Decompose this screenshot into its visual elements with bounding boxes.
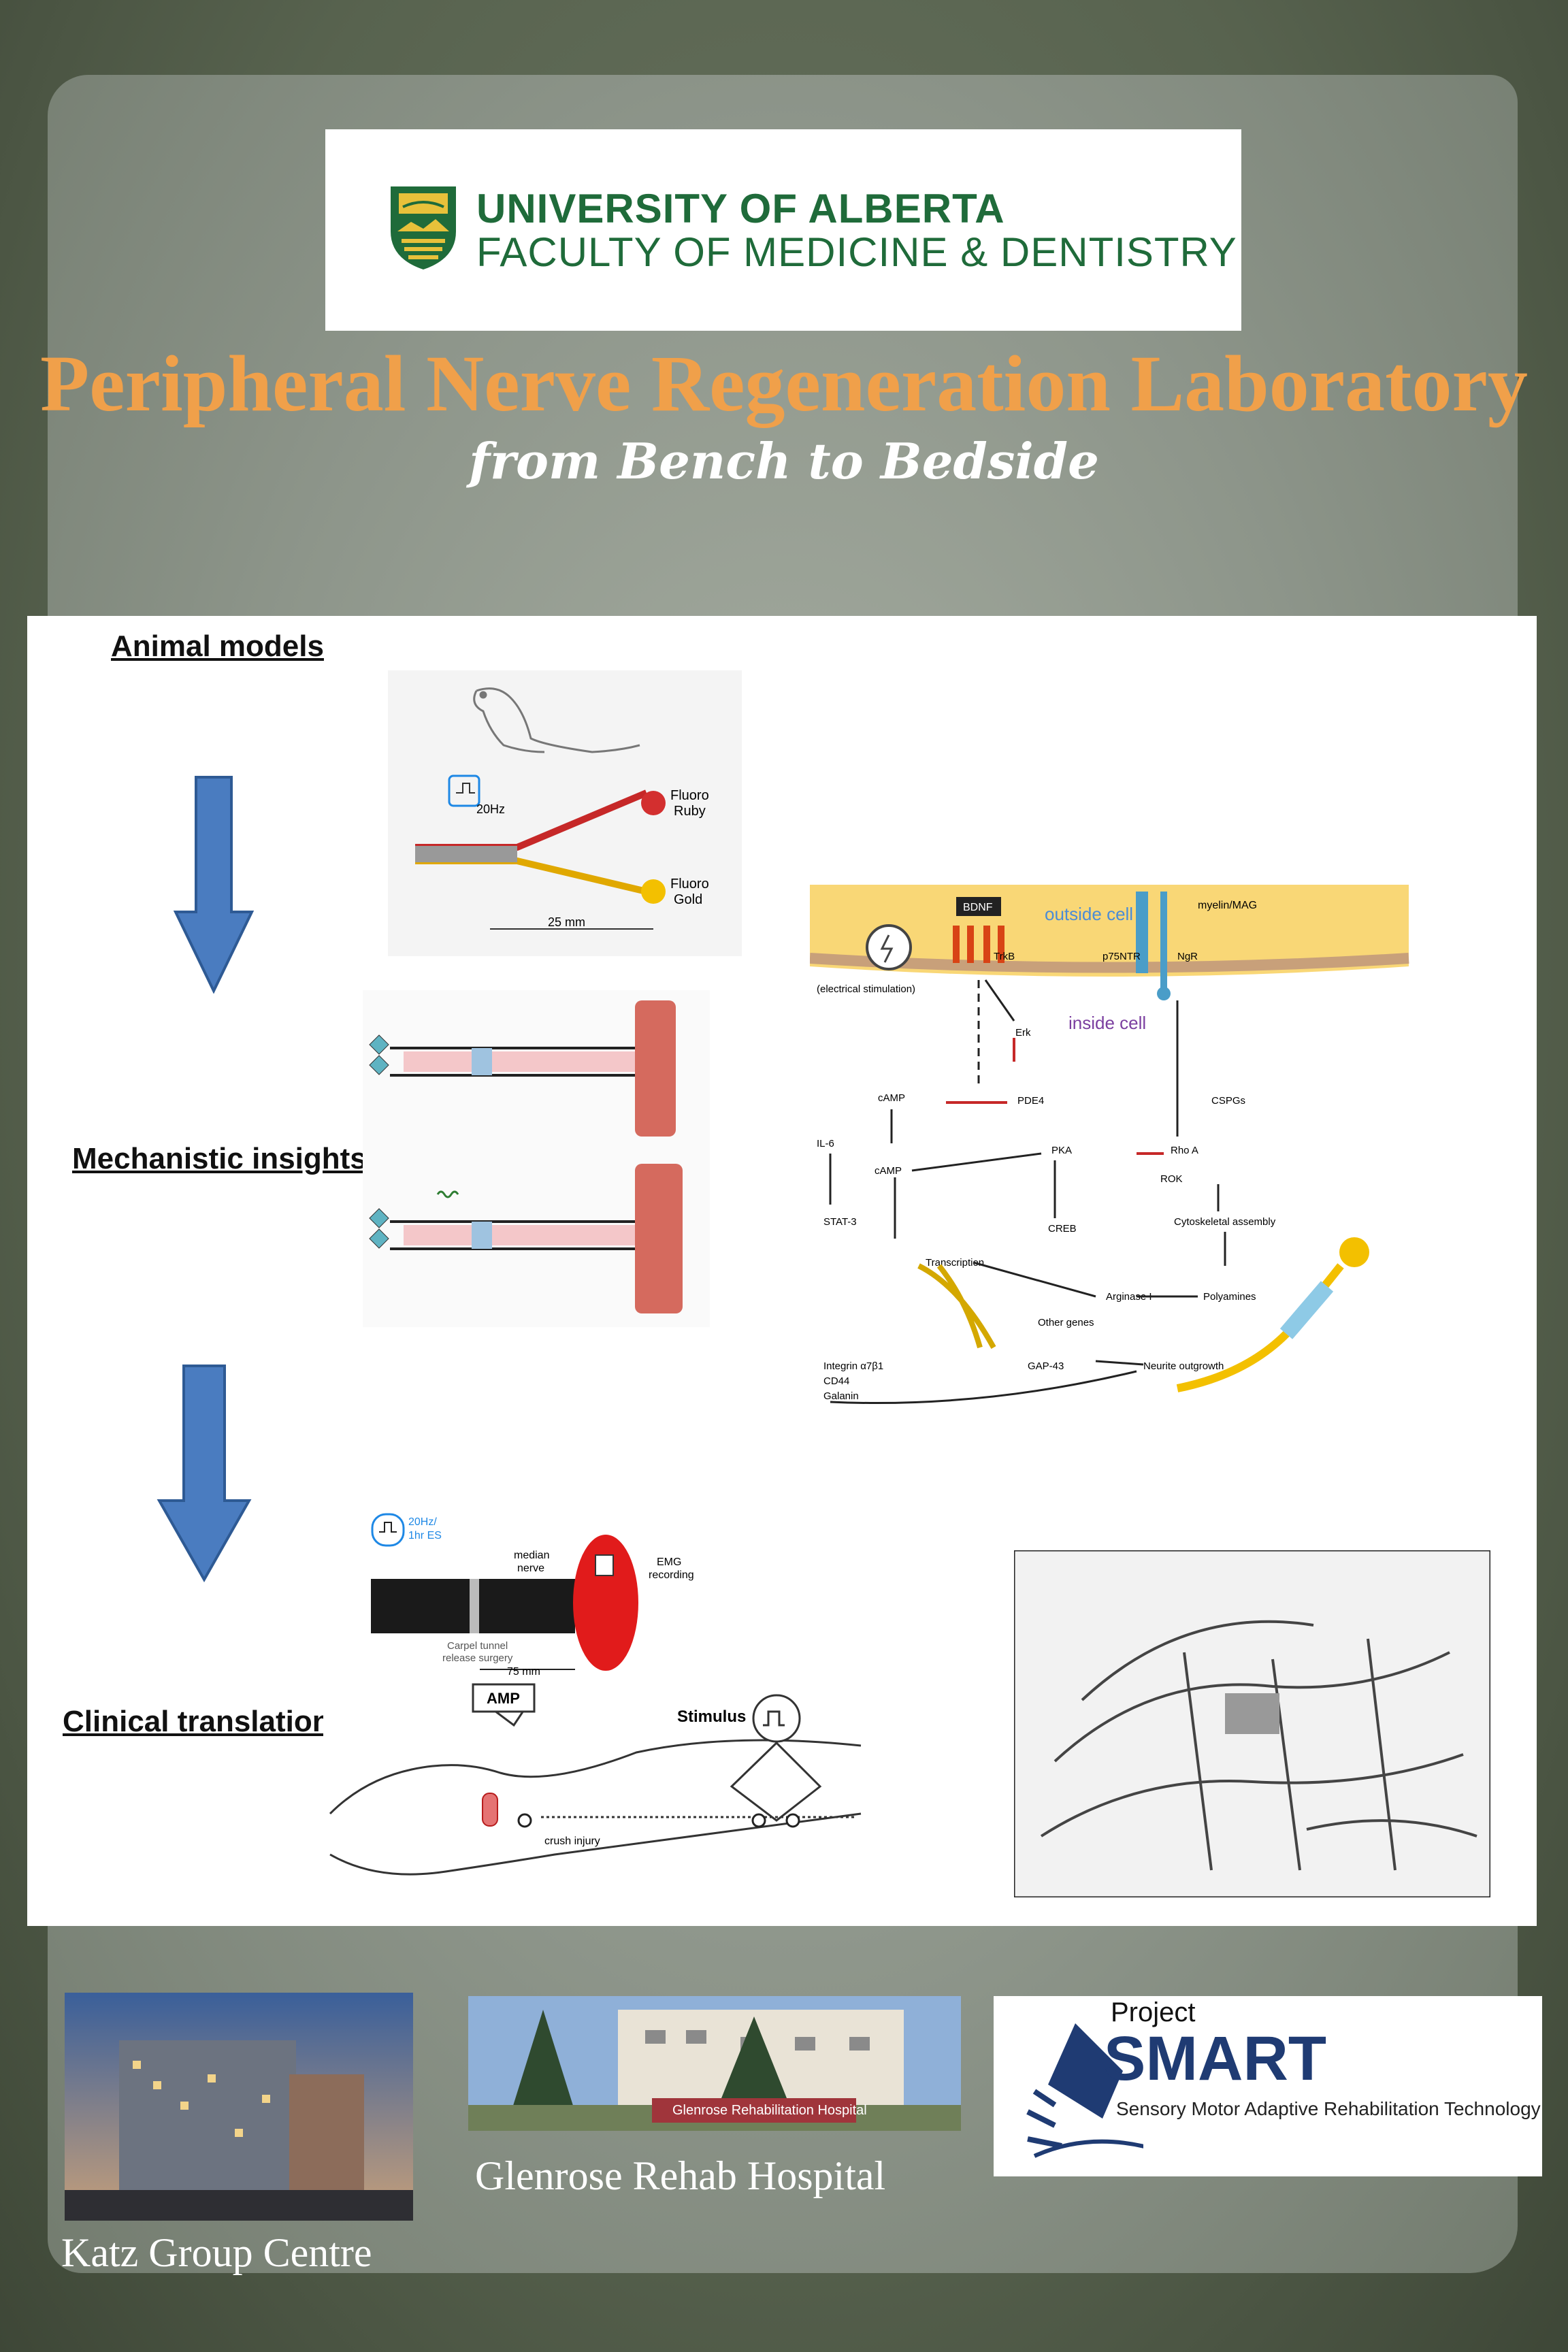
svg-text:median: median (514, 1550, 549, 1561)
svg-text:Other genes: Other genes (1038, 1317, 1094, 1328)
smart-project-label: Project (1111, 1997, 1196, 2027)
svg-text:BDNF: BDNF (963, 902, 993, 913)
down-arrow-icon (157, 1365, 252, 1582)
svg-text:Ruby: Ruby (674, 804, 706, 819)
svg-text:Galanin: Galanin (823, 1390, 859, 1402)
svg-text:TrkB: TrkB (994, 951, 1015, 962)
svg-text:CSPGs: CSPGs (1211, 1095, 1245, 1107)
svg-text:ROK: ROK (1160, 1173, 1183, 1185)
poster-subtitle: from Bench to Bedside (469, 432, 1099, 490)
katz-centre-caption: Katz Group Centre (61, 2230, 372, 2275)
svg-text:recording: recording (649, 1569, 694, 1581)
svg-text:inside cell: inside cell (1068, 1013, 1146, 1033)
svg-text:25 mm: 25 mm (548, 915, 585, 929)
poster-title: Peripheral Nerve Regeneration Laboratory (40, 339, 1528, 428)
smart-hand-icon (1026, 2023, 1143, 2158)
signaling-pathway-figure: BDNF outside cell myelin/MAG TrkB p75NTR… (810, 885, 1422, 1443)
svg-text:release surgery: release surgery (442, 1652, 513, 1664)
svg-text:IL-6: IL-6 (817, 1138, 834, 1149)
smart-subtitle: Sensory Motor Adaptive Rehabilitation Te… (1116, 2098, 1541, 2119)
smart-title: SMART (1104, 2024, 1327, 2093)
svg-text:20Hz: 20Hz (476, 802, 505, 816)
svg-text:cAMP: cAMP (875, 1165, 902, 1177)
clinical-photo-sketch (1014, 1550, 1490, 1897)
down-arrow-icon (173, 776, 255, 994)
svg-text:CREB: CREB (1048, 1223, 1077, 1235)
svg-text:CD44: CD44 (823, 1375, 849, 1387)
glenrose-hospital-photo: Glenrose Rehabilitation Hospital (468, 1996, 961, 2131)
nerve-diagram-bottom (369, 1164, 683, 1313)
rat-icon (473, 687, 640, 753)
svg-text:Neurite outgrowth: Neurite outgrowth (1143, 1360, 1224, 1372)
svg-text:Carpel tunnel: Carpel tunnel (447, 1640, 508, 1652)
svg-text:crush injury: crush injury (544, 1835, 600, 1847)
svg-text:Rho A: Rho A (1171, 1145, 1198, 1156)
svg-text:Erk: Erk (1015, 1027, 1031, 1039)
katz-centre-photo (65, 1993, 413, 2221)
university-logo-box (325, 129, 1241, 331)
svg-text:NgR: NgR (1177, 951, 1198, 962)
forearm-drawing (329, 1739, 862, 1876)
svg-text:outside cell: outside cell (1045, 904, 1133, 924)
svg-text:20Hz/: 20Hz/ (408, 1516, 437, 1528)
stimulation-icon (866, 924, 912, 970)
section-animal-models: Animal models (111, 630, 324, 663)
svg-text:cAMP: cAMP (878, 1092, 905, 1104)
rat-model-figure: 20Hz Fluoro Ruby Fluoro Gold 25 mm (388, 670, 742, 956)
svg-text:Fluoro: Fluoro (670, 877, 709, 892)
svg-text:STAT-3: STAT-3 (823, 1216, 857, 1228)
svg-text:Fluoro: Fluoro (670, 788, 709, 803)
clinical-setup-figure: 20Hz/ 1hr ES median nerve EMG recording … (323, 1501, 871, 1895)
section-mechanistic-insights: Mechanistic insights (72, 1142, 367, 1175)
section-clinical-translation: Clinical translation (63, 1705, 331, 1738)
svg-text:p75NTR: p75NTR (1102, 951, 1141, 962)
svg-text:75 mm: 75 mm (507, 1666, 540, 1678)
nerve-diagram-top (369, 1000, 676, 1137)
neuron-cell-icon (1339, 1237, 1369, 1267)
glenrose-caption: Glenrose Rehab Hospital (475, 2153, 886, 2198)
svg-text:Cytoskeletal assembly: Cytoskeletal assembly (1174, 1216, 1276, 1228)
project-smart-logo: Project SMART Sensory Motor Adaptive Reh… (994, 1996, 1542, 2176)
svg-text:GAP-43: GAP-43 (1028, 1360, 1064, 1372)
svg-text:AMP: AMP (487, 1690, 520, 1707)
university-crest-icon (391, 186, 456, 270)
logo-line-1: UNIVERSITY OF ALBERTA (476, 186, 1005, 231)
svg-text:Polyamines: Polyamines (1203, 1291, 1256, 1303)
svg-text:PDE4: PDE4 (1017, 1095, 1044, 1107)
svg-text:Arginase I: Arginase I (1106, 1291, 1152, 1303)
svg-text:nerve: nerve (517, 1563, 544, 1574)
svg-text:Gold: Gold (674, 892, 702, 907)
svg-text:PKA: PKA (1051, 1145, 1072, 1156)
svg-text:1hr ES: 1hr ES (408, 1530, 442, 1541)
svg-text:myelin/MAG: myelin/MAG (1198, 900, 1257, 911)
svg-text:Glenrose Rehabilitation Hospit: Glenrose Rehabilitation Hospital (672, 2103, 867, 2118)
svg-text:EMG: EMG (657, 1556, 681, 1568)
logo-line-2: FACULTY OF MEDICINE & DENTISTRY (476, 229, 1237, 275)
svg-text:Stimulus: Stimulus (677, 1708, 746, 1726)
nerve-stimulation-figure (363, 990, 710, 1327)
svg-text:Integrin α7β1: Integrin α7β1 (823, 1360, 883, 1372)
svg-text:(electrical stimulation): (electrical stimulation) (817, 983, 915, 995)
